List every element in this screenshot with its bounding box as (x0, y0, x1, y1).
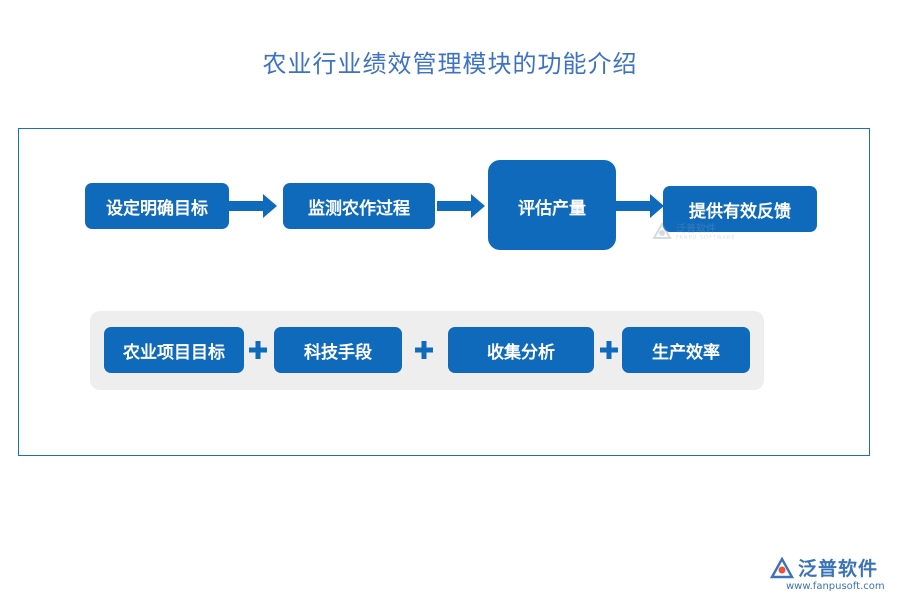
page-title: 农业行业绩效管理模块的功能介绍 (262, 50, 638, 78)
plus-icon (415, 341, 433, 359)
brand-logo-icon (770, 556, 794, 578)
factor-project-goals: 农业项目目标 (104, 327, 244, 373)
brand-logo: 泛普软件 (770, 554, 878, 581)
watermark-subtext: FANPU SOFTWARE (676, 234, 736, 241)
flow-step-set-goals: 设定明确目标 (85, 183, 229, 229)
flow-step-monitor: 监测农作过程 (283, 183, 435, 229)
watermark-logo-icon (652, 222, 672, 239)
flow-step-evaluate: 评估产量 (488, 160, 616, 250)
factor-efficiency: 生产效率 (622, 327, 750, 373)
flow-step-feedback: 提供有效反馈 (663, 186, 817, 232)
factor-technology: 科技手段 (274, 327, 402, 373)
diagram-frame (18, 128, 870, 456)
flow-arrow-3 (616, 194, 664, 218)
factor-data-collection: 收集分析 (448, 327, 594, 373)
watermark-text: 泛普软件 (676, 223, 716, 235)
brand-name: 泛普软件 (798, 558, 879, 580)
flow-arrow-1 (229, 194, 277, 218)
flow-arrow-2 (437, 194, 485, 218)
watermark: 泛普软件 FANPU SOFTWARE (652, 222, 736, 242)
plus-icon (600, 341, 618, 359)
plus-icon (249, 341, 267, 359)
brand-url: www.fanpusoft.com (786, 581, 885, 592)
